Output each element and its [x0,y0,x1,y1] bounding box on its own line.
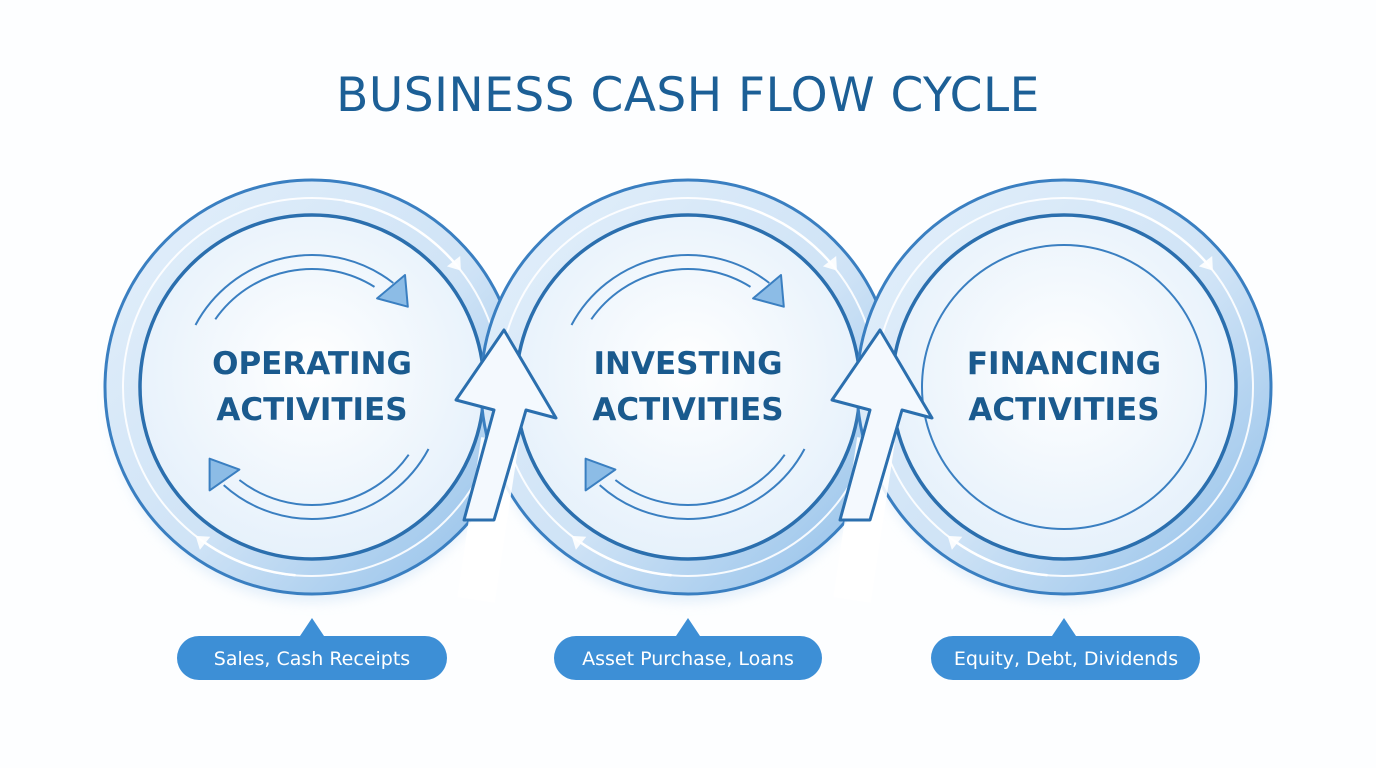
connector-arrow-operating-to-investing [454,328,558,603]
cycle-arc-bottom-inner [238,454,410,507]
stage-label-financing-line2: ACTIVITIES [968,392,1159,428]
page-title: BUSINESS CASH FLOW CYCLE [336,68,1040,123]
cycle-arc-bottom-outer [223,448,430,520]
stage-financing [855,178,1273,602]
ring-flow-line-top [1096,199,1210,267]
detail-pill-financing: Equity, Debt, Dividends [931,618,1200,680]
cycle-arc-bottom-outer [599,448,806,520]
detail-text-operating: Sales, Cash Receipts [214,648,410,670]
ring-flow-arrow-icon [446,256,461,271]
cycle-arc-top-inner [590,268,752,320]
up-arrow-icon [830,328,934,522]
cycle-arrow-clockwise-icon [752,274,785,308]
ring-flow-arrow-icon [1198,256,1213,271]
stage-investing [479,178,897,602]
stage-label-financing-line1: FINANCING [967,346,1161,382]
ring-flow-arrow-icon [822,256,837,271]
cycle-arrow-clockwise-icon [376,274,409,308]
ring-flow-line-bottom [202,540,296,577]
ring-flow-line-bottom [954,540,1048,577]
cycle-arrow-return-icon [208,457,241,492]
connector-arrow-investing-to-financing [830,328,934,603]
stage-label-investing-line2: ACTIVITIES [592,392,783,428]
ring-flow-line-bottom [578,540,672,577]
stage-label-investing-line1: INVESTING [593,346,782,382]
detail-text-investing: Asset Purchase, Loans [582,648,794,670]
stage-label-operating-line2: ACTIVITIES [216,392,407,428]
up-arrow-icon [454,328,558,522]
ring-flow-arrow-icon [195,535,211,550]
detail-pill-operating: Sales, Cash Receipts [177,618,447,680]
cycle-arc-top-outer [570,254,770,326]
cycle-arc-top-inner [214,268,376,320]
stage-label-operating-line1: OPERATING [212,346,412,382]
inner-circle [890,213,1238,561]
ring-flow-line-top [344,199,458,267]
ring-flow-arrow-icon [571,535,587,550]
cycle-arc-bottom-inner [614,454,786,507]
ring-flow-line-top [720,199,834,267]
ring-flow-arrow-icon [947,535,963,550]
cycle-arc-top-outer [194,254,394,326]
stage-operating [103,178,521,602]
detail-text-financing: Equity, Debt, Dividends [954,648,1178,670]
core-circle [921,244,1207,530]
cycle-arrow-return-icon [584,457,617,492]
detail-pill-investing: Asset Purchase, Loans [554,618,822,680]
inner-circle [138,213,486,561]
inner-circle [514,213,862,561]
